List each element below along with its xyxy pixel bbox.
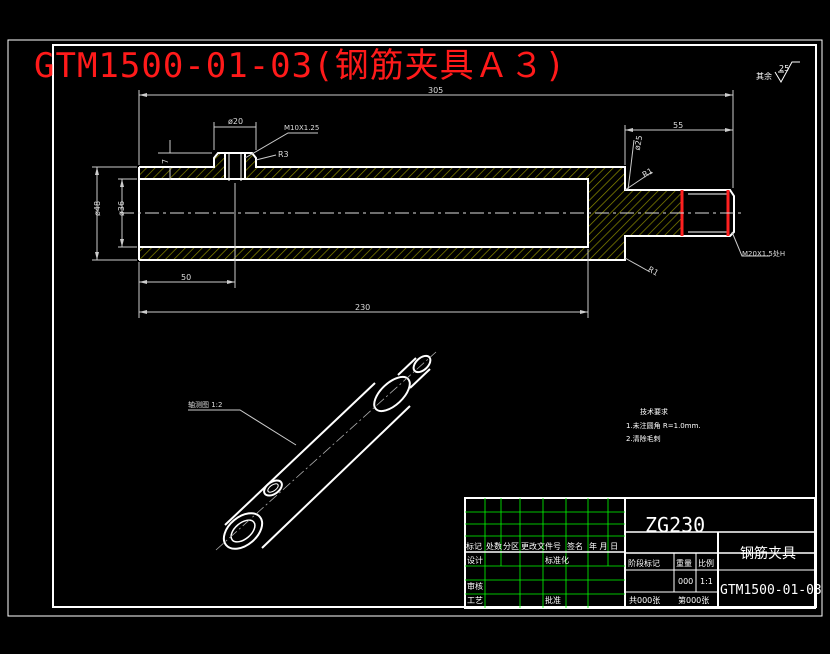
dim-depth-7: 7 xyxy=(161,159,170,164)
isometric-view xyxy=(215,351,437,551)
hole-cutout xyxy=(225,152,245,181)
tb-scale-val: 1:1 xyxy=(700,577,713,586)
tb-design: 设计 xyxy=(467,555,483,565)
dim-hole-thread: M10X1.25 xyxy=(284,124,319,132)
dim-hole-dia: ø20 xyxy=(228,117,243,126)
outer-frame xyxy=(7,39,823,617)
dim-bore-len: 230 xyxy=(355,303,370,312)
dim-neck-dia: ø25 xyxy=(633,135,644,151)
tb-sheet-no: 第000张 xyxy=(678,595,709,605)
tb-stage-mark: 阶段标记 xyxy=(628,558,660,568)
tech-req-item-2: 2.清除毛刺 xyxy=(626,434,661,443)
dim-r3: R3 xyxy=(278,150,289,159)
hdr-count: 处数 xyxy=(486,541,502,551)
hdr-zone: 分区 xyxy=(503,542,519,551)
tb-process: 工艺 xyxy=(467,596,483,605)
hdr-change-doc: 更改文件号 xyxy=(521,541,561,551)
tech-req-item-1: 1.未注圆角 R=1.0mm. xyxy=(626,421,701,430)
dim-hole-pos: 50 xyxy=(181,273,191,282)
dimension-arrows xyxy=(95,93,733,314)
title-block-grid xyxy=(464,497,816,609)
title-block-left-grid xyxy=(465,498,625,608)
tb-approve: 批准 xyxy=(545,595,561,605)
iso-view-label: 轴测图 1:2 xyxy=(188,400,223,409)
iso-view-leader xyxy=(188,409,297,446)
tb-sheets-total: 共000张 xyxy=(629,596,660,605)
dim-outer-dia: ø48 xyxy=(93,201,102,216)
dim-r1-bottom: R1 xyxy=(646,265,660,278)
drawing-title: GTM1500-01-03(钢筋夹具Ａ３) xyxy=(34,46,567,86)
tech-req-title: 技术要求 xyxy=(640,407,668,416)
surface-finish-label: 其余 xyxy=(756,71,772,81)
dim-inner-dia: ø36 xyxy=(117,201,126,216)
dim-end-length: 55 xyxy=(673,121,683,130)
tb-material: ZG230 xyxy=(645,513,705,537)
tb-drawing-no: GTM1500-01-03 xyxy=(720,583,822,598)
tb-review: 审核 xyxy=(467,581,483,591)
tb-weight: 重量 xyxy=(676,558,692,568)
surface-finish-icon xyxy=(774,61,800,84)
tb-weight-val: 000 xyxy=(678,577,693,586)
tb-standard: 标准化 xyxy=(545,555,569,565)
dim-end-thread: M20X1.5处H xyxy=(742,249,785,258)
section-view xyxy=(120,152,745,261)
inner-frame xyxy=(52,44,817,608)
surface-finish-value: 25 xyxy=(779,64,789,73)
tb-part-name: 钢筋夹具 xyxy=(740,545,796,562)
top-wall-hatch xyxy=(139,153,683,260)
hdr-signature: 签名 xyxy=(567,541,583,551)
hdr-mark: 标记 xyxy=(466,541,482,551)
hdr-date: 年 月 日 xyxy=(589,541,618,551)
tb-scale: 比例 xyxy=(698,558,714,568)
dimensions xyxy=(92,90,770,318)
dim-r1-top: R1 xyxy=(641,166,655,179)
dim-overall-length: 305 xyxy=(428,86,443,95)
